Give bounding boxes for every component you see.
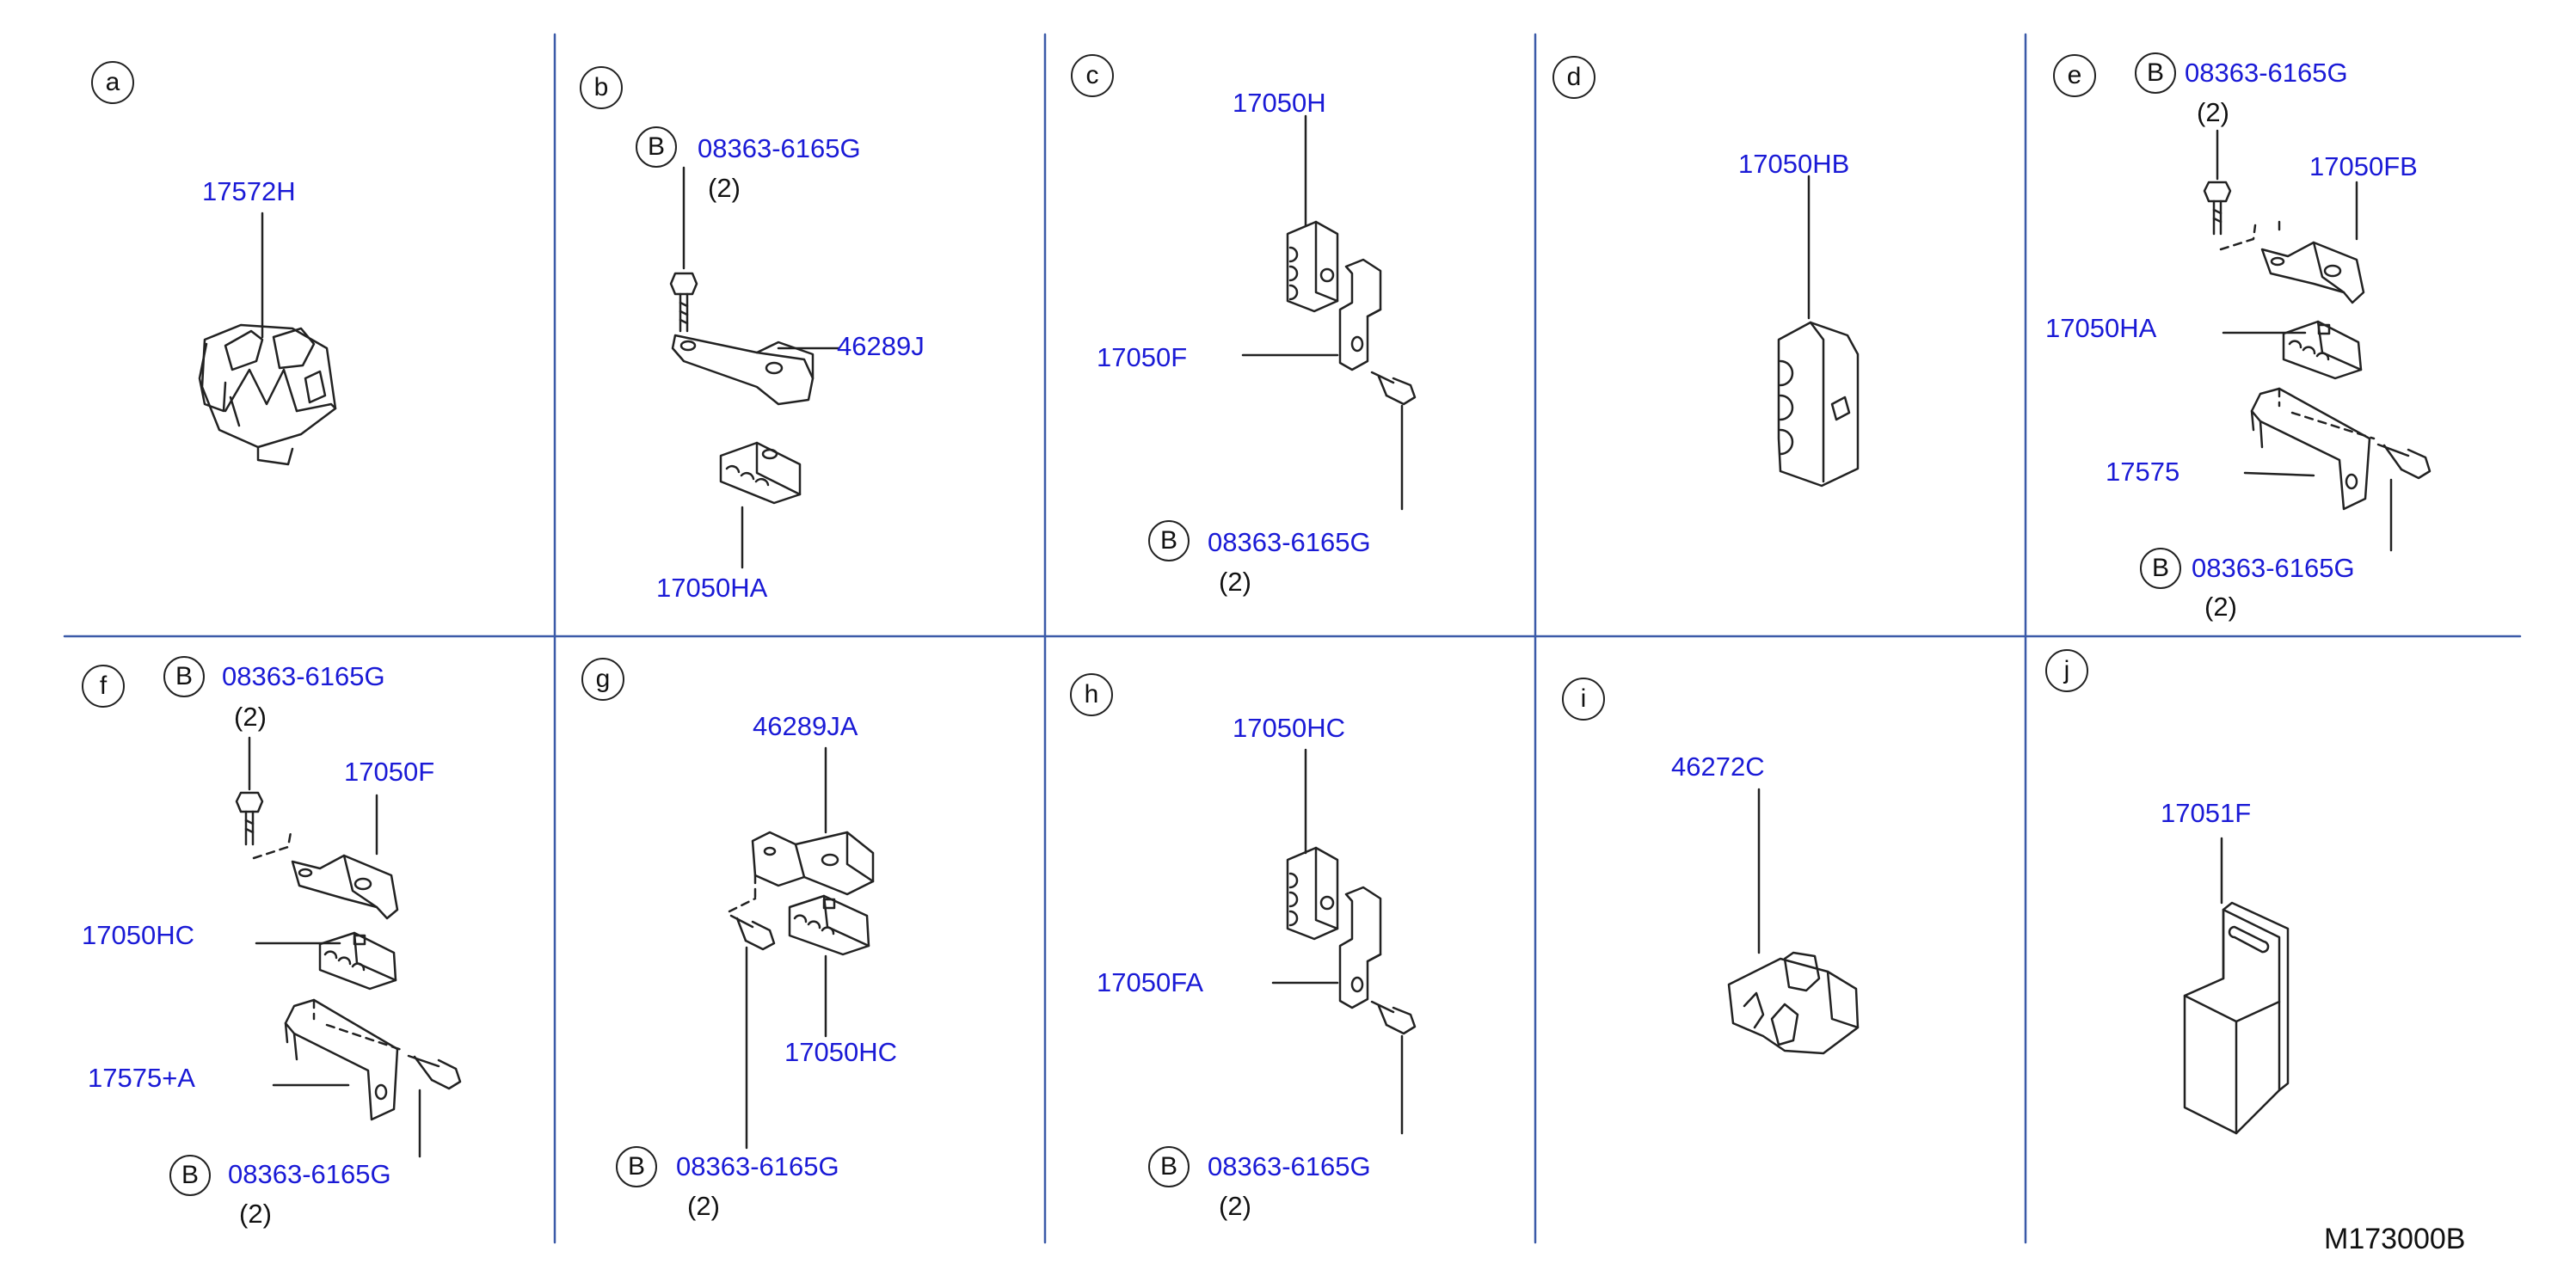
part-number-label: 17050HA <box>2045 313 2157 343</box>
panel-letter-a: a <box>91 61 134 104</box>
part-number-label: 17575+A <box>88 1063 195 1093</box>
panel-letter-b: b <box>580 66 623 109</box>
panel-letter-h: h <box>1070 673 1113 716</box>
part-number-label: 08363-6165G <box>222 661 385 691</box>
part-drawing-46272C <box>1727 788 1860 1055</box>
part-number-label: 17050HC <box>82 920 194 950</box>
part-number-label: 17050HB <box>1738 149 1850 179</box>
part-drawing-17050HB <box>1777 175 1860 488</box>
part-drawing-panel-c <box>1241 114 1417 511</box>
part-number-label: 17050FB <box>2309 151 2418 181</box>
panel-grid <box>63 33 2522 1244</box>
quantity-label: (2) <box>234 702 267 732</box>
part-number-label: 46289J <box>837 331 925 361</box>
b-marker: B <box>2135 52 2176 94</box>
panel-letter-j: j <box>2045 649 2088 692</box>
panel-letter-f: f <box>82 665 125 708</box>
panel-letter-i: i <box>1562 678 1605 721</box>
part-drawing-panel-h <box>1271 748 1417 1135</box>
part-number-label: 17050HC <box>784 1037 897 1067</box>
panel-letter-d: d <box>1552 56 1595 99</box>
part-number-label: 17575 <box>2106 457 2180 487</box>
part-number-label: 46272C <box>1671 751 1765 782</box>
part-drawing-panel-g <box>728 746 875 1150</box>
part-number-label: 17050H <box>1233 88 1326 118</box>
quantity-label: (2) <box>239 1199 272 1229</box>
part-drawing-panel-f <box>235 736 462 1158</box>
panel-letter-g: g <box>581 658 624 701</box>
part-number-label: 17050F <box>344 757 435 787</box>
b-marker: B <box>1148 520 1190 561</box>
catalog-code: M173000B <box>2324 1223 2466 1255</box>
quantity-label: (2) <box>1219 1191 1251 1221</box>
part-drawing-17051F <box>2183 837 2290 1135</box>
panel-letter-c: c <box>1071 54 1114 97</box>
b-marker: B <box>2140 548 2181 589</box>
b-marker: B <box>1148 1146 1190 1187</box>
b-marker: B <box>616 1146 657 1187</box>
quantity-label: (2) <box>687 1191 720 1221</box>
quantity-label: (2) <box>2204 592 2237 622</box>
part-number-label: 08363-6165G <box>2185 58 2348 88</box>
part-number-label: 08363-6165G <box>676 1151 839 1181</box>
part-number-label: 17051F <box>2161 798 2252 828</box>
b-marker: B <box>163 656 205 697</box>
part-number-label: 17050F <box>1097 342 1188 372</box>
quantity-label: (2) <box>2197 97 2229 127</box>
part-drawing-panel-e <box>2203 129 2432 552</box>
part-number-label: 17050HA <box>656 573 768 603</box>
part-drawing-17572H <box>198 212 337 466</box>
quantity-label: (2) <box>708 173 741 203</box>
part-number-label: 08363-6165G <box>1208 527 1371 557</box>
part-number-label: 17050HC <box>1233 713 1345 743</box>
part-number-label: 08363-6165G <box>1208 1151 1371 1181</box>
b-marker: B <box>636 126 677 168</box>
b-marker: B <box>169 1155 211 1196</box>
part-number-label: 08363-6165G <box>2192 553 2355 583</box>
part-number-label: 46289JA <box>753 711 858 741</box>
part-number-label: 08363-6165G <box>228 1159 391 1189</box>
part-number-label: 08363-6165G <box>698 133 861 163</box>
part-number-label: 17572H <box>202 176 296 206</box>
part-drawing-panel-b <box>669 166 840 569</box>
part-number-label: 17050FA <box>1097 967 1204 997</box>
panel-letter-e: e <box>2053 54 2096 97</box>
quantity-label: (2) <box>1219 567 1251 597</box>
